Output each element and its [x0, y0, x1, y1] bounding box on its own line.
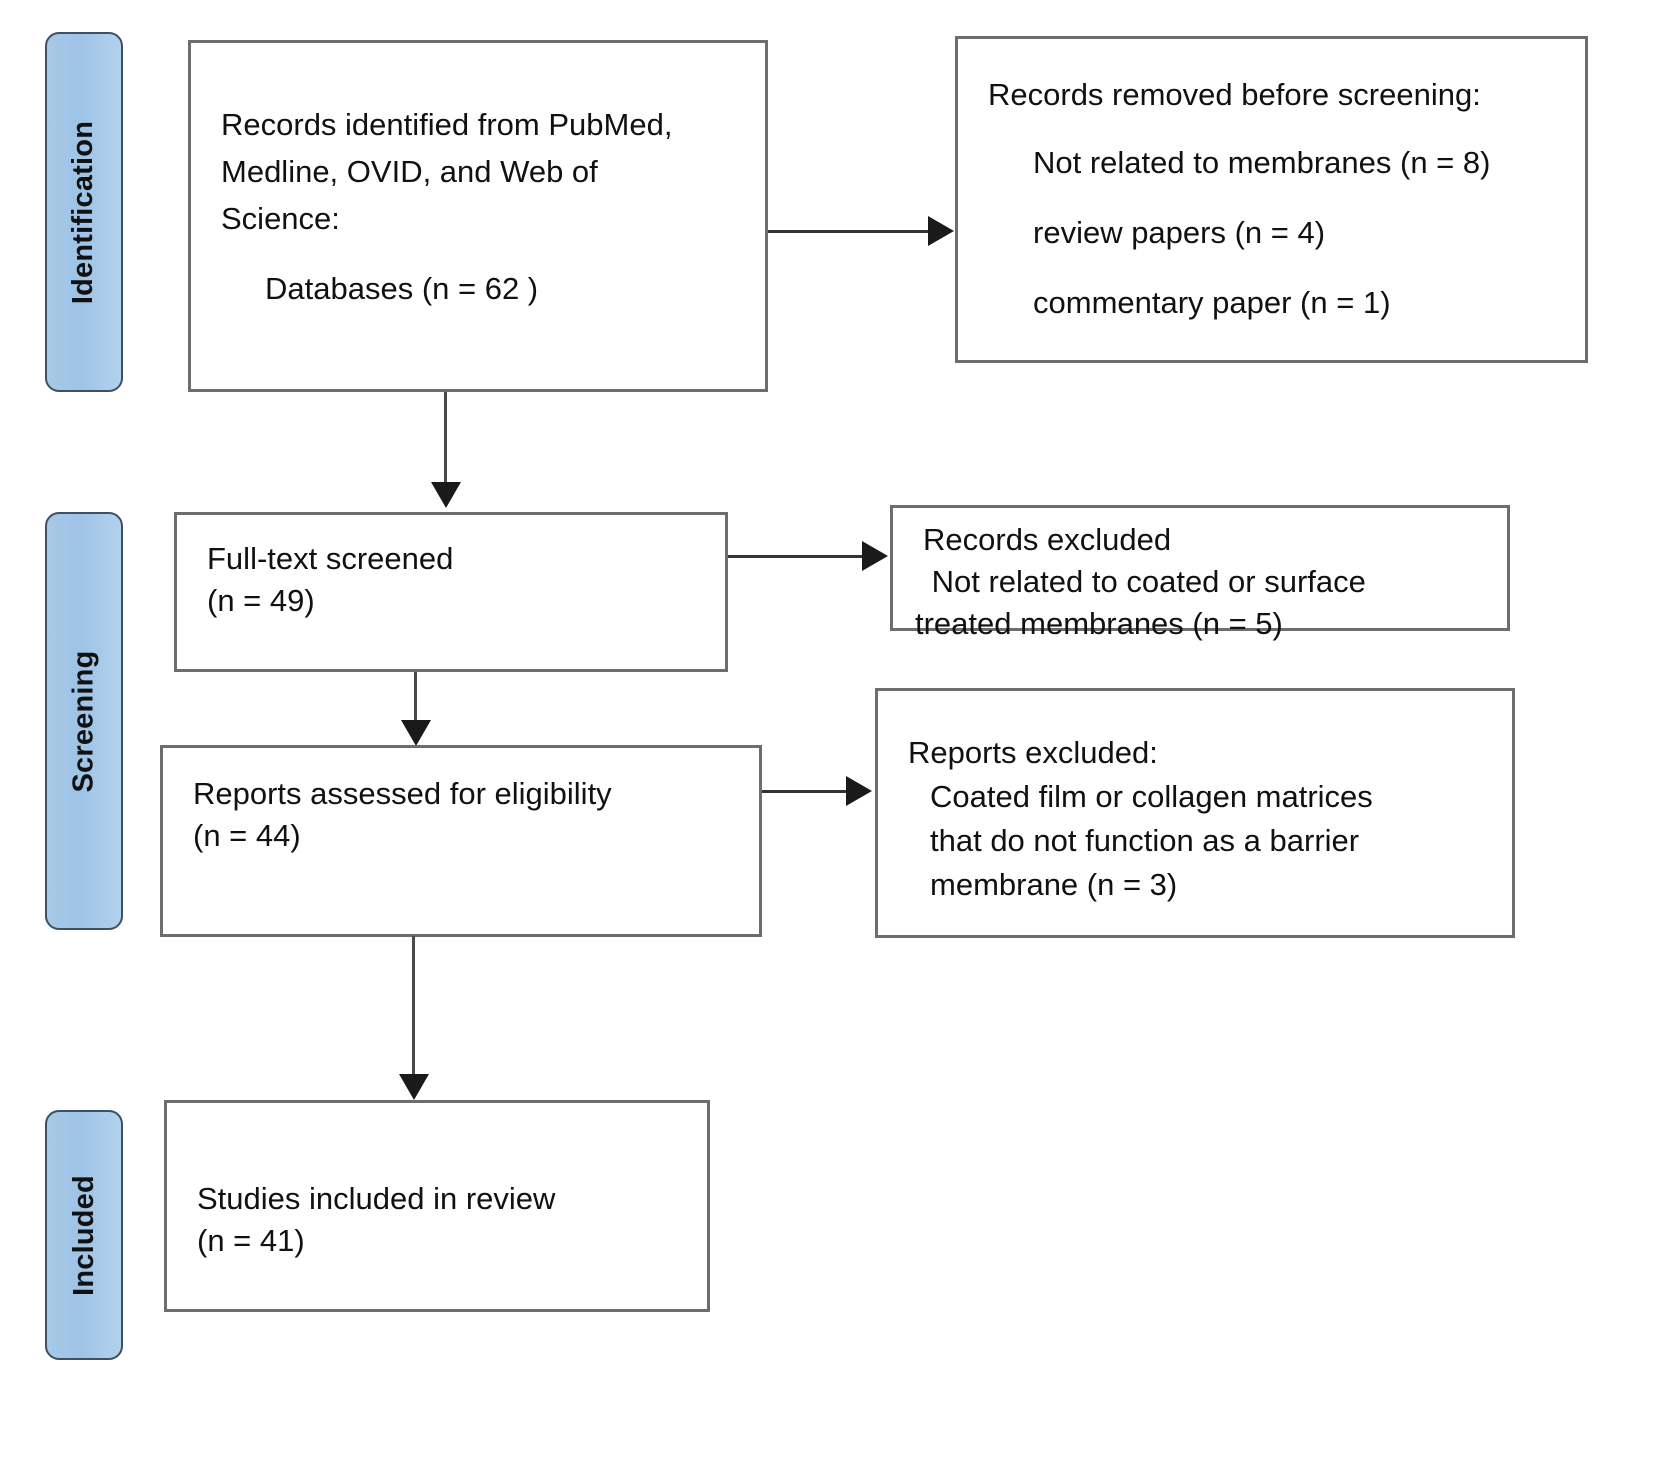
arrowhead-assessed-to-reports-excluded [846, 776, 872, 806]
box-reports-assessed: Reports assessed for eligibility (n = 44… [160, 745, 762, 937]
arrowhead-assessed-to-included [399, 1074, 429, 1100]
reports-excluded-line-3: membrane (n = 3) [930, 867, 1178, 902]
arrowhead-identified-to-screened [431, 482, 461, 508]
records-identified-line-3: Science: [221, 201, 340, 236]
reports-excluded-line-1: Coated film or collagen matrices [930, 779, 1373, 814]
box-studies-included: Studies included in review (n = 41) [164, 1100, 710, 1312]
connector-assessed-to-reports-excluded [762, 790, 848, 793]
fulltext-screened-line-1: Full-text screened [207, 541, 454, 576]
stage-bar-identification: Identification [45, 32, 123, 392]
box-records-excluded: Records excluded Not related to coated o… [890, 505, 1510, 641]
arrowhead-screened-to-excluded [862, 541, 888, 571]
records-identified-line-1: Records identified from PubMed, [221, 107, 673, 142]
records-removed-item-not-related: Not related to membranes (n = 8) [1033, 145, 1491, 180]
stage-bar-included: Included [45, 1110, 123, 1360]
box-reports-excluded: Reports excluded: Coated film or collage… [875, 688, 1515, 938]
records-removed-item-commentary: commentary paper (n = 1) [1033, 285, 1391, 320]
box-records-removed: Records removed before screening: Not re… [955, 36, 1588, 363]
records-excluded-line-1: Records excluded [923, 522, 1172, 557]
stage-label-screening: Screening [67, 649, 100, 793]
reports-assessed-line-1: Reports assessed for eligibility [193, 776, 612, 811]
records-removed-item-review-papers: review papers (n = 4) [1033, 215, 1326, 250]
records-excluded-line-2: Not related to coated or surface [923, 564, 1366, 599]
connector-identified-to-removed [768, 230, 930, 233]
reports-assessed-count: (n = 44) [193, 818, 301, 853]
connector-screened-to-assessed [414, 672, 417, 722]
studies-included-line-1: Studies included in review [197, 1181, 556, 1216]
studies-included-count: (n = 41) [197, 1223, 305, 1258]
arrowhead-identified-to-removed [928, 216, 954, 246]
arrowhead-screened-to-assessed [401, 720, 431, 746]
records-identified-line-2: Medline, OVID, and Web of [221, 154, 598, 189]
records-identified-databases-count: Databases (n = 62 ) [265, 271, 539, 306]
fulltext-screened-count: (n = 49) [207, 583, 315, 618]
connector-screened-to-excluded [728, 555, 864, 558]
reports-excluded-heading: Reports excluded: [908, 735, 1158, 770]
stage-bar-screening: Screening [45, 512, 123, 930]
box-fulltext-screened: Full-text screened (n = 49) [174, 512, 728, 672]
reports-excluded-line-2: that do not function as a barrier [930, 823, 1360, 858]
stage-label-identification: Identification [67, 120, 100, 304]
connector-identified-to-screened [444, 392, 447, 484]
stage-label-included: Included [67, 1174, 100, 1296]
records-removed-heading: Records removed before screening: [988, 77, 1481, 112]
records-excluded-line-3: treated membranes (n = 5) [915, 606, 1283, 641]
box-records-identified: Records identified from PubMed, Medline,… [188, 40, 768, 392]
connector-assessed-to-included [412, 936, 415, 1076]
